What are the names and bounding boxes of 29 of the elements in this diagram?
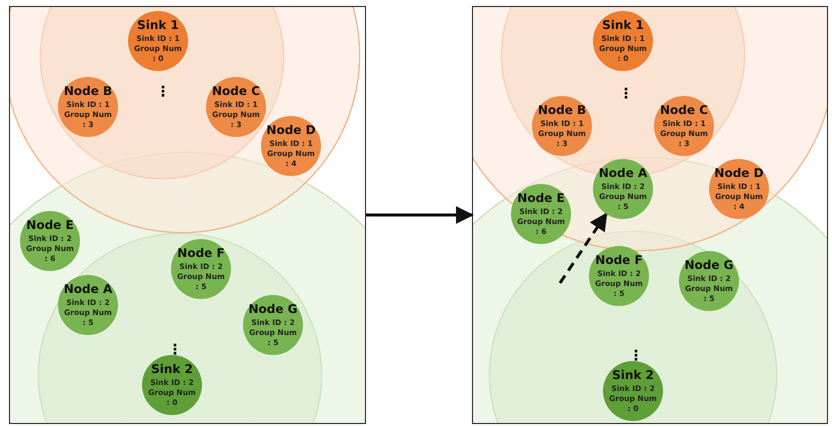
node-name: Node G xyxy=(248,302,298,316)
node-name: Node B xyxy=(538,103,586,117)
sensor-node xyxy=(593,159,653,219)
sensor-node xyxy=(261,116,321,176)
node-name: Sink 1 xyxy=(602,18,644,32)
node-name: Node E xyxy=(517,191,565,205)
node-name: Sink 2 xyxy=(612,368,654,382)
node-name: Sink 2 xyxy=(151,362,193,376)
node-name: Node G xyxy=(684,258,734,272)
node-name: Node F xyxy=(595,253,643,267)
node-name: Node C xyxy=(660,103,708,117)
node-name: Node A xyxy=(64,282,112,296)
node-name: Node F xyxy=(177,246,225,260)
arrow xyxy=(366,206,474,224)
ellipsis-mark: ⋮ xyxy=(629,349,643,363)
node-name: Sink 1 xyxy=(137,18,179,32)
arrow xyxy=(558,212,608,284)
node-name: Node E xyxy=(26,218,74,232)
sensor-node xyxy=(511,184,571,244)
node-name: Node D xyxy=(714,166,764,180)
ellipsis-mark: ⋮ xyxy=(168,343,182,357)
node-name: Node C xyxy=(212,84,260,98)
node-name: Node B xyxy=(64,84,112,98)
node-name: Node D xyxy=(266,123,316,137)
node-name: Node A xyxy=(598,166,648,180)
diagram-panel xyxy=(9,6,366,424)
diagram-panel xyxy=(472,6,828,424)
ellipsis-mark: ⋮ xyxy=(156,85,170,99)
ellipsis-mark: ⋮ xyxy=(619,87,633,101)
